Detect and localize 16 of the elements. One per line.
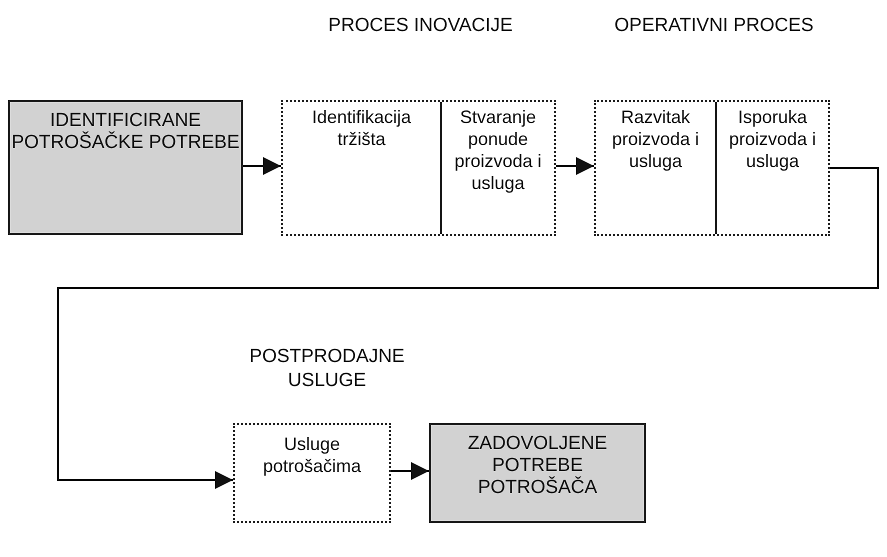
box-label: ZADOVOLJENE POTREBE POTROŠAČA — [466, 433, 608, 499]
shaded-box — [429, 423, 646, 523]
shaded-box — [8, 100, 243, 235]
box-label: IDENTIFICIRANE POTROŠAČKE POTREBE — [10, 110, 241, 154]
group-heading: POSTPRODAJNE USLUGE — [248, 345, 406, 393]
box-text: Stvaranje ponude proizvoda i usluga — [453, 106, 543, 194]
arrow — [57, 167, 879, 489]
arrow — [243, 157, 281, 175]
box-text: Isporuka proizvoda i usluga — [728, 106, 818, 172]
box-text: Razvitak proizvoda i usluga — [610, 106, 700, 172]
group-heading: OPERATIVNI PROCES — [613, 14, 815, 38]
arrow — [556, 157, 594, 175]
box-text: Usluge potrošačima — [262, 433, 362, 477]
arrow — [391, 462, 429, 480]
group-heading: PROCES INOVACIJE — [327, 14, 514, 38]
box-text: Identifikacija tržišta — [310, 106, 412, 150]
